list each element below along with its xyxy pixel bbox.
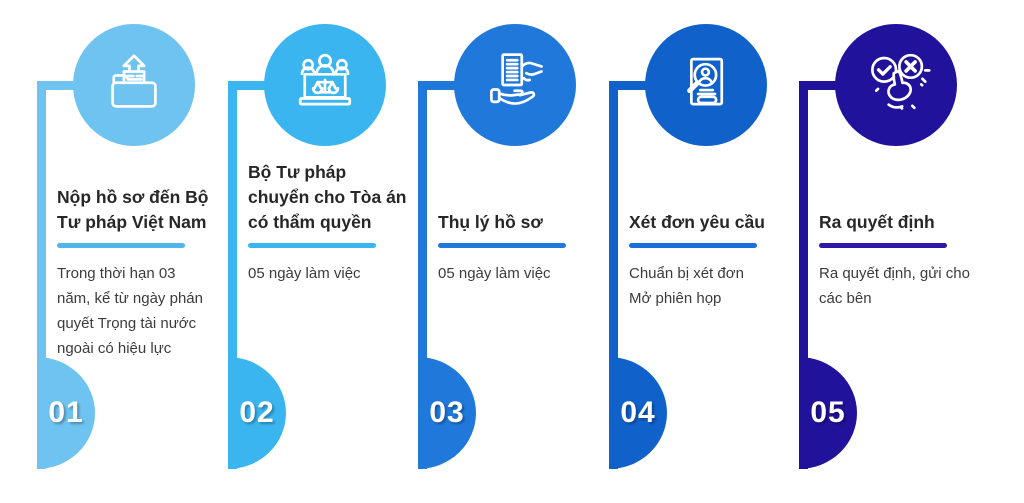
step-1-timeline-bar	[37, 81, 46, 469]
upload-documents-icon	[111, 54, 157, 108]
step-2-number: 02	[239, 396, 275, 429]
step-3-description: 05 ngày làm việc	[438, 265, 551, 282]
step-1-description: Trong thời hạn 03 năm, kể từ ngày phán q…	[57, 265, 203, 357]
step-3-number-badge: 03	[418, 357, 476, 469]
step-5-icon-circle	[835, 24, 957, 146]
step-2-timeline-bar	[228, 81, 237, 469]
step-5-description: Ra quyết định, gửi cho các bên	[819, 265, 970, 307]
step-2: Bộ Tư pháp chuyển cho Tòa án có thẩm quy…	[228, 0, 420, 503]
step-5-number-badge: 05	[799, 357, 857, 469]
review-application-icon	[687, 57, 724, 106]
step-1-divider	[57, 243, 185, 248]
step-1-number-badge: 01	[37, 357, 95, 469]
step-2-description: 05 ngày làm việc	[248, 265, 361, 282]
step-3-number: 03	[429, 396, 465, 429]
step-2-number-badge: 02	[228, 357, 286, 469]
step-3-title: Thụ lý hồ sơ	[438, 212, 543, 232]
step-3-timeline-bar	[418, 81, 427, 469]
step-5-divider	[819, 243, 947, 248]
step-1-title: Nộp hồ sơ đến Bộ Tư pháp Việt Nam	[57, 187, 209, 232]
step-5-number: 05	[810, 396, 846, 429]
step-1-icon-circle	[73, 24, 195, 146]
step-4-number-badge: 04	[609, 357, 667, 469]
step-5-title: Ra quyết định	[819, 212, 935, 232]
step-3: Thụ lý hồ sơ 05 ngày làm việc 03	[418, 0, 610, 503]
step-4-title: Xét đơn yêu cầu	[629, 212, 765, 232]
step-2-divider	[248, 243, 376, 248]
step-1: Nộp hồ sơ đến Bộ Tư pháp Việt Nam Trong …	[37, 0, 229, 503]
step-5: Ra quyết định Ra quyết định, gửi cho các…	[799, 0, 991, 503]
court-panel-icon	[298, 53, 352, 106]
step-4: Xét đơn yêu cầu Chuẩn bị xét đơn Mở phiê…	[609, 0, 801, 503]
step-2-icon-circle	[264, 24, 386, 146]
step-5-timeline-bar	[799, 81, 808, 469]
step-4-timeline-bar	[609, 81, 618, 469]
step-4-icon-circle	[645, 24, 767, 146]
step-3-divider	[438, 243, 566, 248]
step-4-number: 04	[620, 396, 656, 429]
step-4-description: Chuẩn bị xét đơn Mở phiên họp	[629, 265, 744, 307]
step-4-divider	[629, 243, 757, 248]
step-3-icon-circle	[454, 24, 576, 146]
step-2-title: Bộ Tư pháp chuyển cho Tòa án có thẩm quy…	[248, 162, 407, 232]
step-1-number: 01	[48, 396, 84, 429]
receive-document-icon	[490, 53, 543, 105]
decision-icon	[871, 53, 931, 110]
